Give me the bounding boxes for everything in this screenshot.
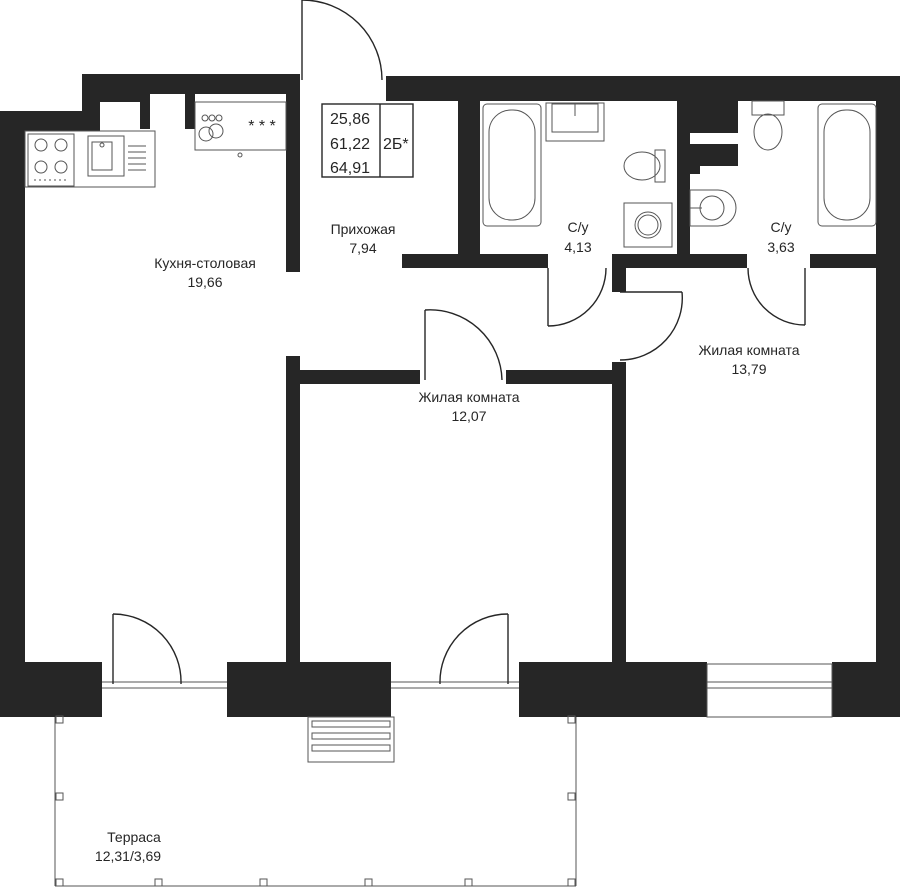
washing-machine-icon xyxy=(623,202,673,248)
bath1-fixtures xyxy=(482,102,673,248)
wall-bath1-left xyxy=(458,101,480,268)
water-drops-icon xyxy=(198,114,224,142)
kitchen-sink-icon xyxy=(87,135,146,177)
door-bedroom1[interactable] xyxy=(424,309,503,381)
bedroom1-name: Жилая комната xyxy=(418,389,519,405)
four-burner-stove-icon xyxy=(27,133,75,187)
washbasin-icon xyxy=(689,189,737,227)
door-bedroom1-terrace[interactable] xyxy=(439,613,509,685)
bedroom2-name: Жилая комната xyxy=(698,342,799,358)
terrace-steps xyxy=(307,716,395,763)
hallway-area: 7,94 xyxy=(349,240,376,256)
door-bath2[interactable] xyxy=(747,267,806,326)
wall-bed-divider xyxy=(612,362,626,666)
doors xyxy=(112,0,806,685)
kitchen-area: 19,66 xyxy=(187,274,222,290)
bedroom2-area: 13,79 xyxy=(731,361,766,377)
living-area-value: 25,86 xyxy=(330,111,370,128)
wall-bath2-bottom-right xyxy=(810,254,876,268)
toilet-icon xyxy=(751,100,785,151)
door-kitchen-terrace[interactable] xyxy=(112,613,182,685)
wall-bath-divider-box xyxy=(690,101,738,133)
terrace-area: 12,31/3,69 xyxy=(95,848,161,864)
window-kitchen xyxy=(102,681,227,689)
kitchen-outlet xyxy=(237,152,243,158)
windows xyxy=(102,663,833,718)
walls xyxy=(0,74,900,717)
bath2-fixtures xyxy=(689,100,877,227)
bath2-area: 3,63 xyxy=(767,239,794,255)
door-entrance[interactable] xyxy=(301,0,383,81)
window-bedroom2 xyxy=(706,663,833,718)
wall-bed1-left xyxy=(286,356,300,666)
wall-left xyxy=(0,111,25,717)
total-with-terrace-value: 64,91 xyxy=(330,160,370,177)
three-star-hob-icon: * * * xyxy=(248,118,276,135)
bath2-name: С/у xyxy=(771,219,792,235)
wall-bottom-4 xyxy=(832,662,900,717)
door-bath1[interactable] xyxy=(547,267,607,327)
terrace xyxy=(54,715,577,887)
wall-bottom-1 xyxy=(0,662,102,717)
wall-kitchen-right xyxy=(286,94,300,272)
washbasin-icon xyxy=(545,102,605,142)
terrace-posts xyxy=(55,715,576,887)
kitchen-counter xyxy=(24,130,156,188)
wall-bottom-3 xyxy=(519,662,707,717)
wall-bottom-2 xyxy=(227,662,391,717)
wall-hall-bottom xyxy=(402,254,548,268)
hallway-name: Прихожая xyxy=(331,221,396,237)
wall-bath2-bottom-left xyxy=(612,254,747,268)
apartment-type: 2Б* xyxy=(383,136,409,153)
wall-bed1-top-b xyxy=(506,370,626,384)
door-bedroom2[interactable] xyxy=(619,291,683,361)
wall-right xyxy=(876,76,900,717)
bedroom1-area: 12,07 xyxy=(451,408,486,424)
kitchen-counter-top xyxy=(194,101,287,151)
wall-bed1-top-a xyxy=(300,370,420,384)
terrace-name: Терраса xyxy=(107,829,161,845)
toilet-icon xyxy=(623,149,666,183)
wall-top-right xyxy=(386,76,900,101)
wall-bath-divider xyxy=(677,101,690,268)
window-bedroom1 xyxy=(391,681,519,689)
area-summary: 25,86 61,22 64,91 2Б* xyxy=(321,103,414,178)
bathtub-icon xyxy=(482,103,542,227)
room-labels: Кухня-столовая 19,66 Прихожая 7,94 С/у 4… xyxy=(95,219,800,864)
kitchen-fixtures: * * * xyxy=(24,101,287,188)
bath1-area: 4,13 xyxy=(564,239,591,255)
summary-box xyxy=(321,103,414,178)
bath1-name: С/у xyxy=(568,219,589,235)
wall-niche-post2 xyxy=(185,94,195,129)
svg-text:* * *: * * * xyxy=(248,118,276,135)
kitchen-name: Кухня-столовая xyxy=(154,255,256,271)
wall-kitchen-top2 xyxy=(82,74,300,94)
wall-niche-left xyxy=(100,94,140,102)
total-area-value: 61,22 xyxy=(330,136,370,153)
wall-bath-center-post xyxy=(612,254,626,292)
wall-niche-post xyxy=(140,94,150,129)
bathtub-icon xyxy=(817,103,877,227)
wall-bath-divider-box3 xyxy=(690,166,700,174)
wall-bath-divider-box2 xyxy=(690,144,738,166)
wall-top-kitchen xyxy=(0,111,100,131)
